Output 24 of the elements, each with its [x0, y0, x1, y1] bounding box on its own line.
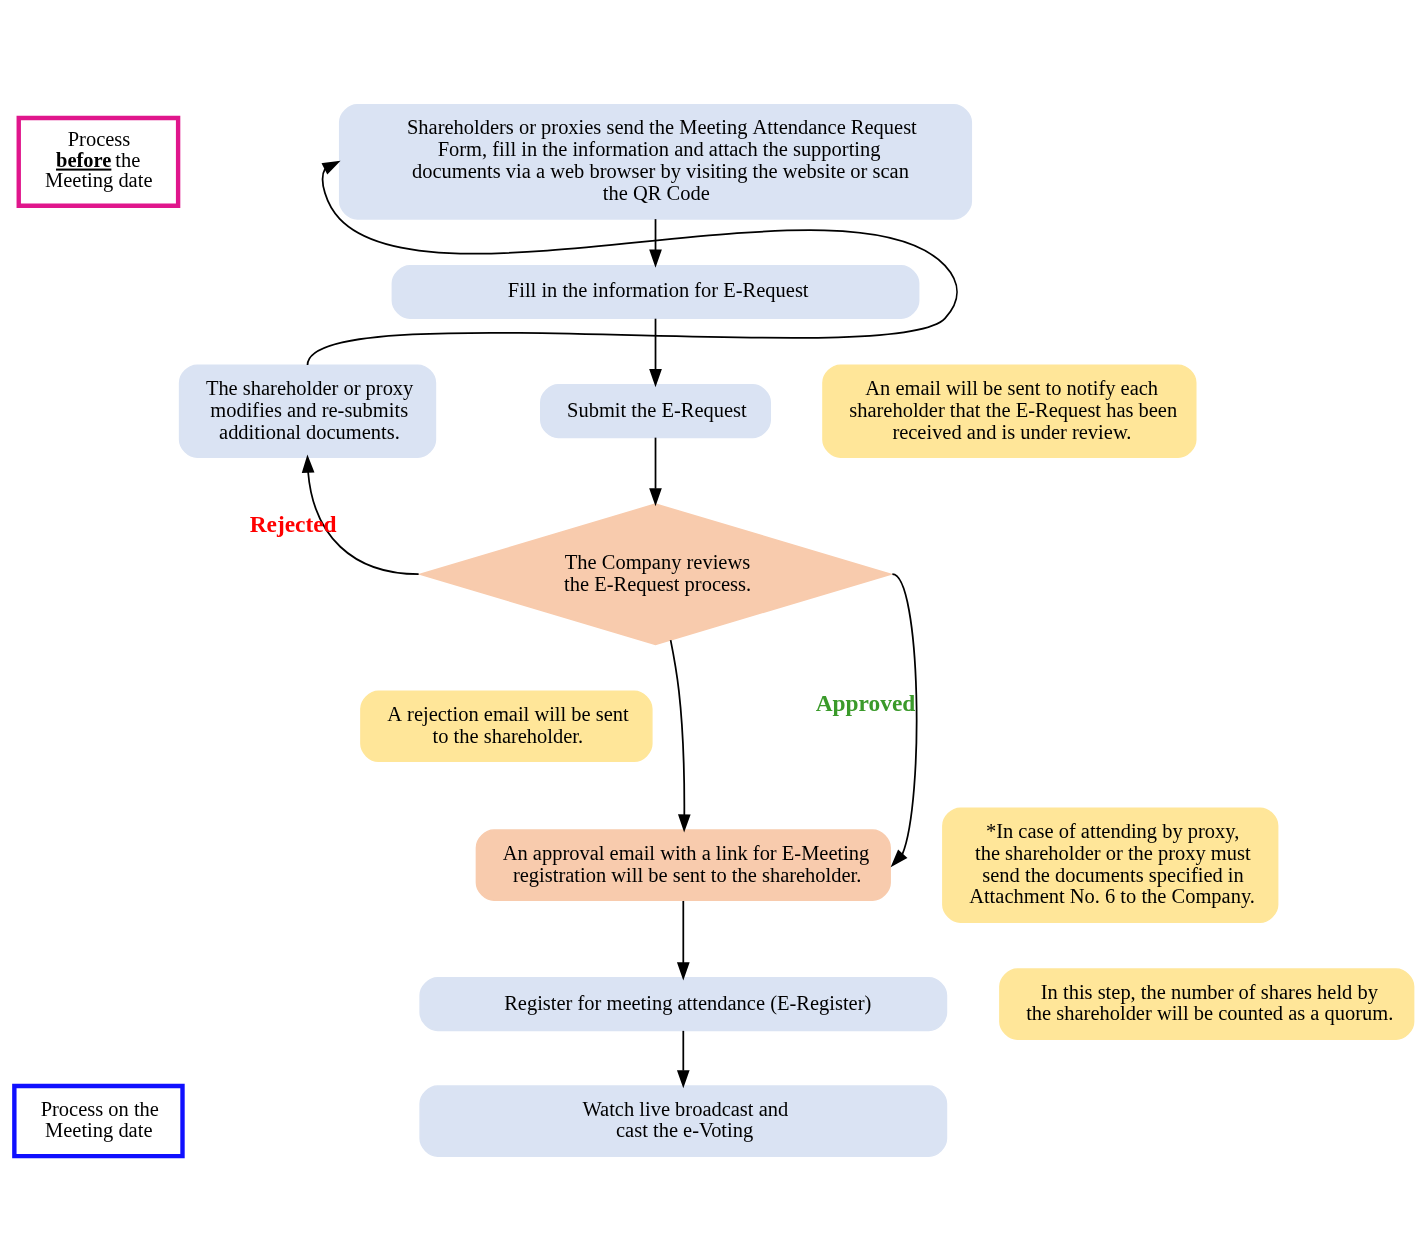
- arrow: [301, 454, 420, 575]
- arrow: [669, 638, 691, 833]
- node-box: Fill in the information for E-Request: [391, 264, 920, 319]
- node-box: Submit the E-Request: [540, 383, 771, 438]
- node-box: Process on the Meeting date: [12, 1083, 185, 1158]
- arrow: [676, 899, 690, 980]
- node-box: An email will be sent to notify each shareholder that the E-Request has been received and is under review.: [822, 363, 1197, 458]
- arrow: [676, 1029, 690, 1088]
- arrow: [649, 436, 662, 506]
- node-box: Process before the Meeting date: [16, 115, 181, 208]
- node-box: In this step, the number of shares held by the shareholder will be counted as a quorum.: [999, 967, 1415, 1040]
- node-box: Watch live broadcast and cast the e-Voting: [419, 1084, 948, 1157]
- node-box: An approval email with a link for E-Meeting registration will be sent to the shareholder.: [475, 828, 891, 901]
- arrow: [649, 217, 662, 268]
- node-diamond: The Company reviews the E-Request process.: [417, 502, 894, 645]
- arrow: [306, 160, 958, 366]
- node-box: *In case of attending by proxy, the shareholder or the proxy must send the documents specified in Attachment No. 6 to the Company.: [942, 806, 1279, 923]
- node-box: Shareholders or proxies send the Meeting Attendance Request Form, fill in the information and attach the supporting documents via a web browser by visiting the website or scan the QR Code: [338, 103, 973, 220]
- edge-label: Approved: [815, 689, 916, 716]
- node-box: The shareholder or proxy modifies and re-submits additional documents.: [178, 363, 437, 458]
- node-box: Register for meeting attendance (E-Register): [419, 976, 948, 1031]
- node-box: A rejection email will be sent to the shareholder.: [360, 689, 653, 762]
- arrow: [890, 572, 918, 867]
- arrow: [649, 317, 662, 387]
